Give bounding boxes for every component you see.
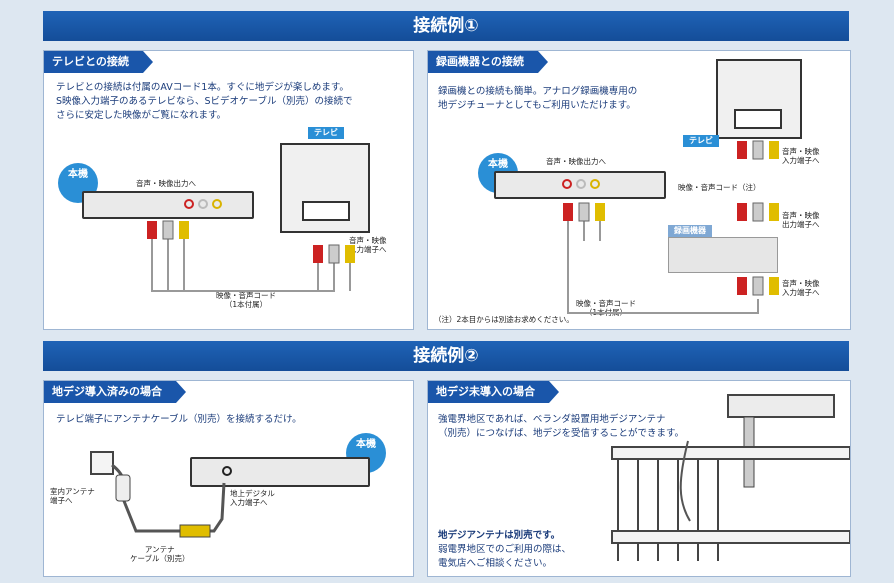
antenna-note-title: 地デジアンテナは別売です。 [438,530,561,541]
red-jack-icon [184,199,194,209]
example2-banner: 接続例② [43,341,849,371]
cable-lines [563,140,779,314]
recorder-output-label: 音声・映像 出力端子へ [782,211,820,229]
recorder-tag: 録画機器 [668,225,712,237]
white-jack-icon [576,179,586,189]
tv-tag: テレビ [683,135,719,147]
cord-label: 映像・音声コード （1本付属） [216,291,276,309]
wall-outlet-label: 室内アンテナ 端子へ [50,487,95,505]
tv-connection-description: テレビとの接続は付属のAVコード1本。すぐに地デジが楽しめます。 S映像入力端子… [56,82,353,121]
yellow-jack-icon [212,199,222,209]
recorder-device [668,237,778,273]
antenna-cable-line [111,463,226,538]
tv-input-label: 音声・映像 入力端子へ [782,147,820,165]
cable-lines [147,220,355,292]
tv-connection-panel: テレビとの接続 テレビとの接続は付属のAVコード1本。すぐに地デジが楽しめます。… [43,50,414,330]
tv-icon [280,143,370,233]
installed-title: 地デジ導入済みの場合 [44,381,186,403]
cord-top-label: 映像・音声コード（注） [678,183,761,192]
antenna-jack-icon [222,466,232,476]
tuner-device [494,171,666,199]
unit-badge: 本機 [58,163,98,203]
yellow-jack-icon [590,179,600,189]
antenna-cable-label: アンテナ ケーブル（別売） [130,545,190,563]
tuner-device [82,191,254,219]
installed-panel: 地デジ導入済みの場合 テレビ端子にアンテナケーブル（別売）を接続するだけ。 本機… [43,380,414,577]
example1-banner: 接続例① [43,11,849,41]
recorder-connection-panel: 録画機器との接続 録画機との接続も簡単。アナログ録画機専用の 地デジチューナとし… [427,50,851,330]
footnote: （注）2本目からは別途お求めください。 [434,315,574,324]
tv-icon [716,59,802,139]
tuner-device [190,457,370,487]
recorder-connection-title: 録画機器との接続 [428,51,548,73]
not-installed-title: 地デジ未導入の場合 [428,381,559,403]
red-jack-icon [562,179,572,189]
installed-description: テレビ端子にアンテナケーブル（別売）を接続するだけ。 [56,414,302,425]
recorder-input-label: 音声・映像 入力端子へ [782,279,820,297]
tv-connection-title: テレビとの接続 [44,51,153,73]
antenna-note-body: 弱電界地区でのご利用の際は、 電気店へご相談ください。 [438,544,572,569]
not-installed-panel: 地デジ未導入の場合 強電界地区であれば、ベランダ設置用地デジアンテナ （別売）に… [427,380,851,577]
balcony-antenna-illustration [611,394,850,561]
input-label: 音声・映像 入力端子へ [349,236,387,254]
output-label: 音声・映像出力へ [136,179,196,188]
wall-outlet-icon [90,451,114,475]
terrestrial-input-label: 地上デジタル 入力端子へ [230,489,275,507]
recorder-connection-description: 録画機との接続も簡単。アナログ録画機専用の 地デジチューナとしてもご利用いただけ… [438,86,638,111]
output-label: 音声・映像出力へ [546,157,606,166]
white-jack-icon [198,199,208,209]
not-installed-description: 強電界地区であれば、ベランダ設置用地デジアンテナ （別売）につなげば、地デジを受… [438,414,685,439]
tv-tag: テレビ [308,127,344,139]
